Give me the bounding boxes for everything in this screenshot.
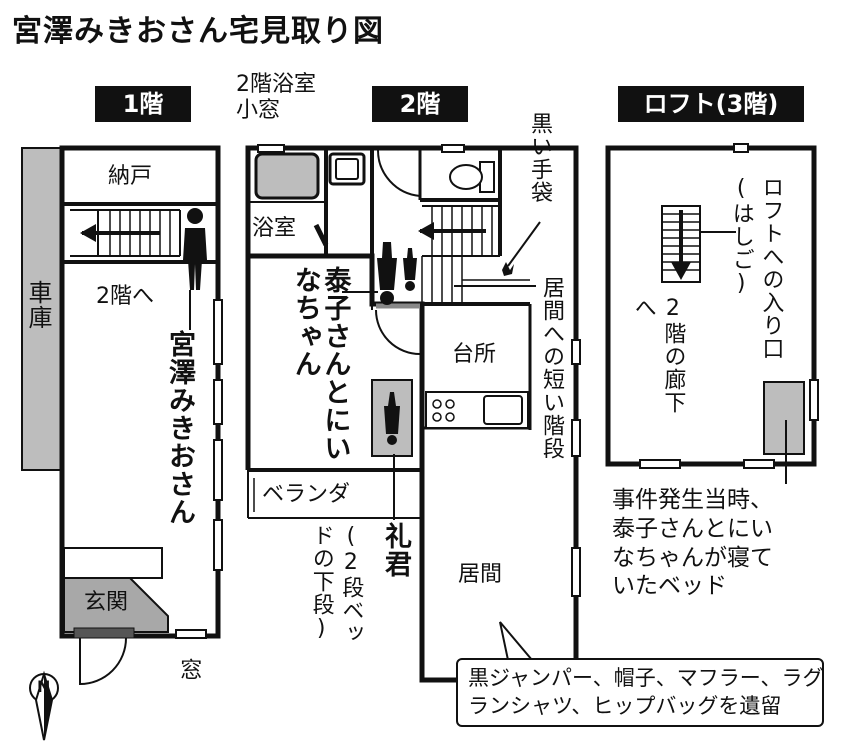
gloves-icon [502,262,514,276]
page-title: 宮澤みきおさん宅見取り図 [12,14,384,49]
kitchen-label: 台所 [452,342,497,367]
toilet-icon [449,161,495,193]
second-floor-stairs [418,205,530,306]
rei-label: 礼君 [380,522,411,578]
floor-label-first: 1階 [95,86,191,122]
loft-ladder [661,205,701,283]
second-floor-hallway-label: 2階の廊下へ [630,296,686,414]
bathroom-label: 浴室 [252,216,297,241]
garage-label: 車庫 [24,280,52,330]
compass-icon [29,670,59,741]
person-mikio-icon [183,208,207,290]
sink-icon [328,152,366,186]
yasuko-niina-label: 泰子さんとにいなちゃん [289,266,351,462]
mikio-label: 宮澤みきおさん [164,330,195,526]
living-label: 居間 [458,562,503,587]
black-gloves-label: 黒い手袋 [527,112,552,204]
loft-entrance-label: ロフトへの入り口(はしご) [728,176,784,360]
window-label: 窓 [176,658,202,680]
storage-label: 納戸 [108,164,153,189]
person-rei-icon [384,392,400,445]
entrance-label: 玄関 [84,590,129,615]
bathtub-icon [254,152,320,200]
floor-label-loft: ロフト(3階) [618,86,804,122]
first-floor-stairs [70,209,181,257]
veranda-label: ベランダ [262,482,351,507]
floor-label-second: 2階 [372,86,468,122]
bath-window-label: 2階浴室 小窓 [236,72,316,124]
first-floor-walls [59,145,221,639]
to-second-floor-label: 2階へ [96,284,154,309]
left-items-callout: 黒ジャンパー、帽子、マフラー、ラグ ランシャツ、ヒップバッグを遺留 [456,658,824,727]
entrance-area [63,577,169,633]
bed-note: 事件発生当時、 泰子さんとにい なちゃんが寝て いたベッド [612,487,773,600]
compass-north-label: N [37,677,51,696]
person-niina-icon [403,248,417,291]
person-yasuko-icon [377,242,397,305]
loft-bed [763,381,805,455]
rei-note-label: (2段ベッドの下段) [308,524,364,645]
stairs-to-living-label: 居間への短い階段 [539,276,564,460]
